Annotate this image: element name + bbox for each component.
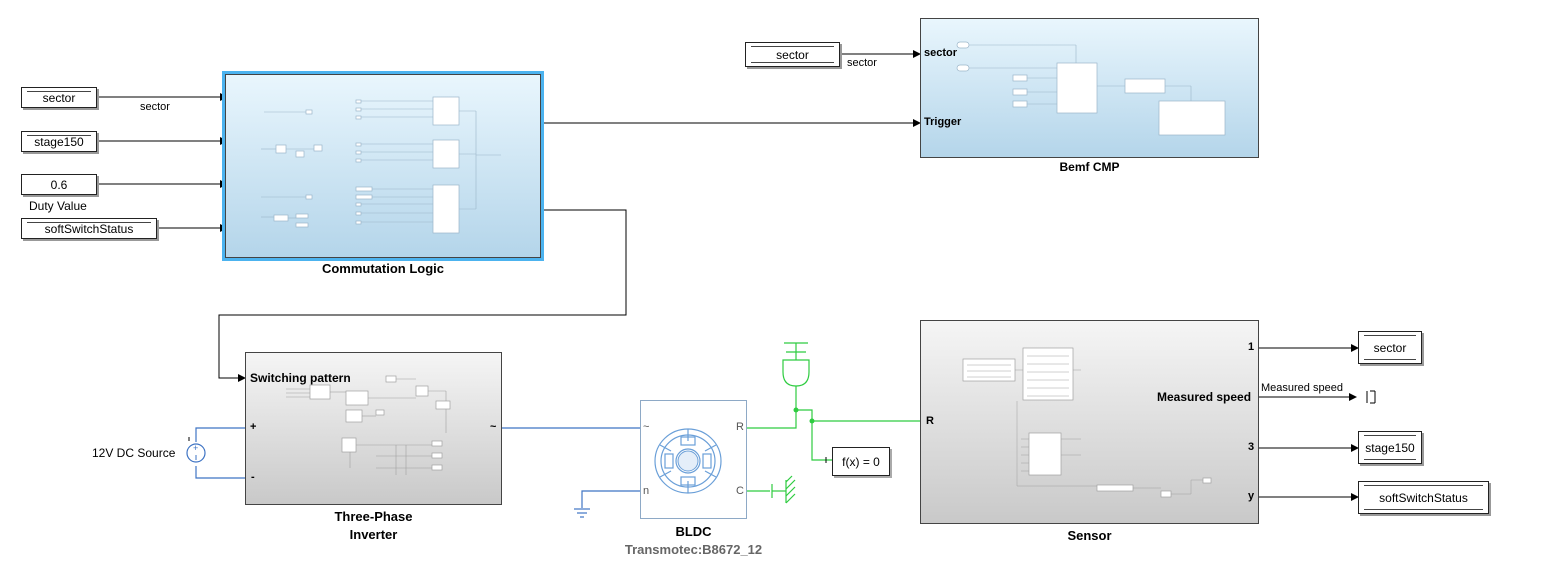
mechanical-reference-icon[interactable] [771,475,796,504]
dc-source-label: 12V DC Source [92,446,176,460]
port-inverter-minus: - [251,471,255,483]
from-tag-sector[interactable]: sector [21,87,97,108]
svg-text:+: + [193,443,198,453]
junction-dot [793,407,799,413]
inverter-title-line2: Inverter [349,527,398,542]
signal-label-sector-bemf: sector [847,57,877,69]
goto-tag-sector[interactable]: sector [1358,331,1422,364]
from-tag-stage150[interactable]: stage150 [21,131,97,152]
terminator-block[interactable] [1366,390,1376,404]
port-bldc-ac: ~ [643,421,650,433]
signal-label-measured-speed: Measured speed [1261,382,1343,394]
port-bemf-trigger: Trigger [924,116,962,128]
inverter-block[interactable] [245,352,502,505]
port-sensor-out1: 1 [1248,341,1255,353]
dc-source-symbol[interactable]: + [186,437,206,463]
bldc-motor-icon [654,428,722,494]
bldc-block[interactable] [640,400,747,519]
mechanical-lines [747,386,920,492]
inverter-preview [286,375,451,475]
goto-tag-softswitch[interactable]: softSwitchStatus [1358,481,1489,514]
bldc-title: BLDC [675,524,712,539]
commutation-logic-preview [261,96,501,234]
from-tag-sector-bemf[interactable]: sector [745,42,840,67]
signal-label-duty: Duty Value [29,199,87,213]
wire-switching-pattern[interactable] [218,209,627,382]
port-bldc-c: C [736,485,744,497]
wire-rotor[interactable] [747,386,797,429]
sensor-block[interactable] [920,320,1259,524]
inverter-title-line1: Three-Phase [334,509,413,524]
port-switching-pattern: Switching pattern [250,371,351,385]
wire-dc-minus[interactable] [195,466,245,479]
constant-duty[interactable]: 0.6 [21,174,97,195]
commutation-logic-block[interactable] [222,71,544,261]
sensor-title: Sensor [1067,528,1112,543]
port-sensor-out3: 3 [1248,441,1255,453]
electrical-lines [195,427,640,508]
wire-dc-plus[interactable] [195,427,245,442]
electrical-ground-icon[interactable] [574,508,590,518]
from-tag-softswitch[interactable]: softSwitchStatus [21,218,157,239]
wire-neutral[interactable] [581,490,640,508]
inertia-icon[interactable] [782,342,810,387]
junction-dot [809,418,815,424]
goto-tag-stage150[interactable]: stage150 [1358,431,1422,464]
sensor-preview [962,347,1212,498]
bemf-cmp-preview [956,41,1226,136]
commutation-logic-title: Commutation Logic [321,261,445,276]
port-inverter-ac: ~ [490,421,497,433]
port-sensor-r: R [926,415,934,427]
bemf-cmp-title: Bemf CMP [1059,160,1120,174]
port-sensor-speed: Measured speed [1157,390,1252,404]
bemf-cmp-block[interactable] [920,18,1259,158]
wire-sensor-r[interactable] [796,409,920,422]
port-bldc-r: R [736,421,744,433]
port-inverter-plus: + [250,421,257,433]
signal-lines [97,50,1359,501]
port-sensor-y: y [1248,490,1255,502]
signal-label-sector: sector [140,101,170,113]
bldc-model-label: Transmotec:B8672_12 [624,542,763,557]
port-bemf-sector: sector [924,47,958,59]
port-bldc-n: n [643,485,650,497]
solver-configuration-block[interactable]: f(x) = 0 [832,447,890,476]
wire-solver[interactable] [811,421,832,461]
